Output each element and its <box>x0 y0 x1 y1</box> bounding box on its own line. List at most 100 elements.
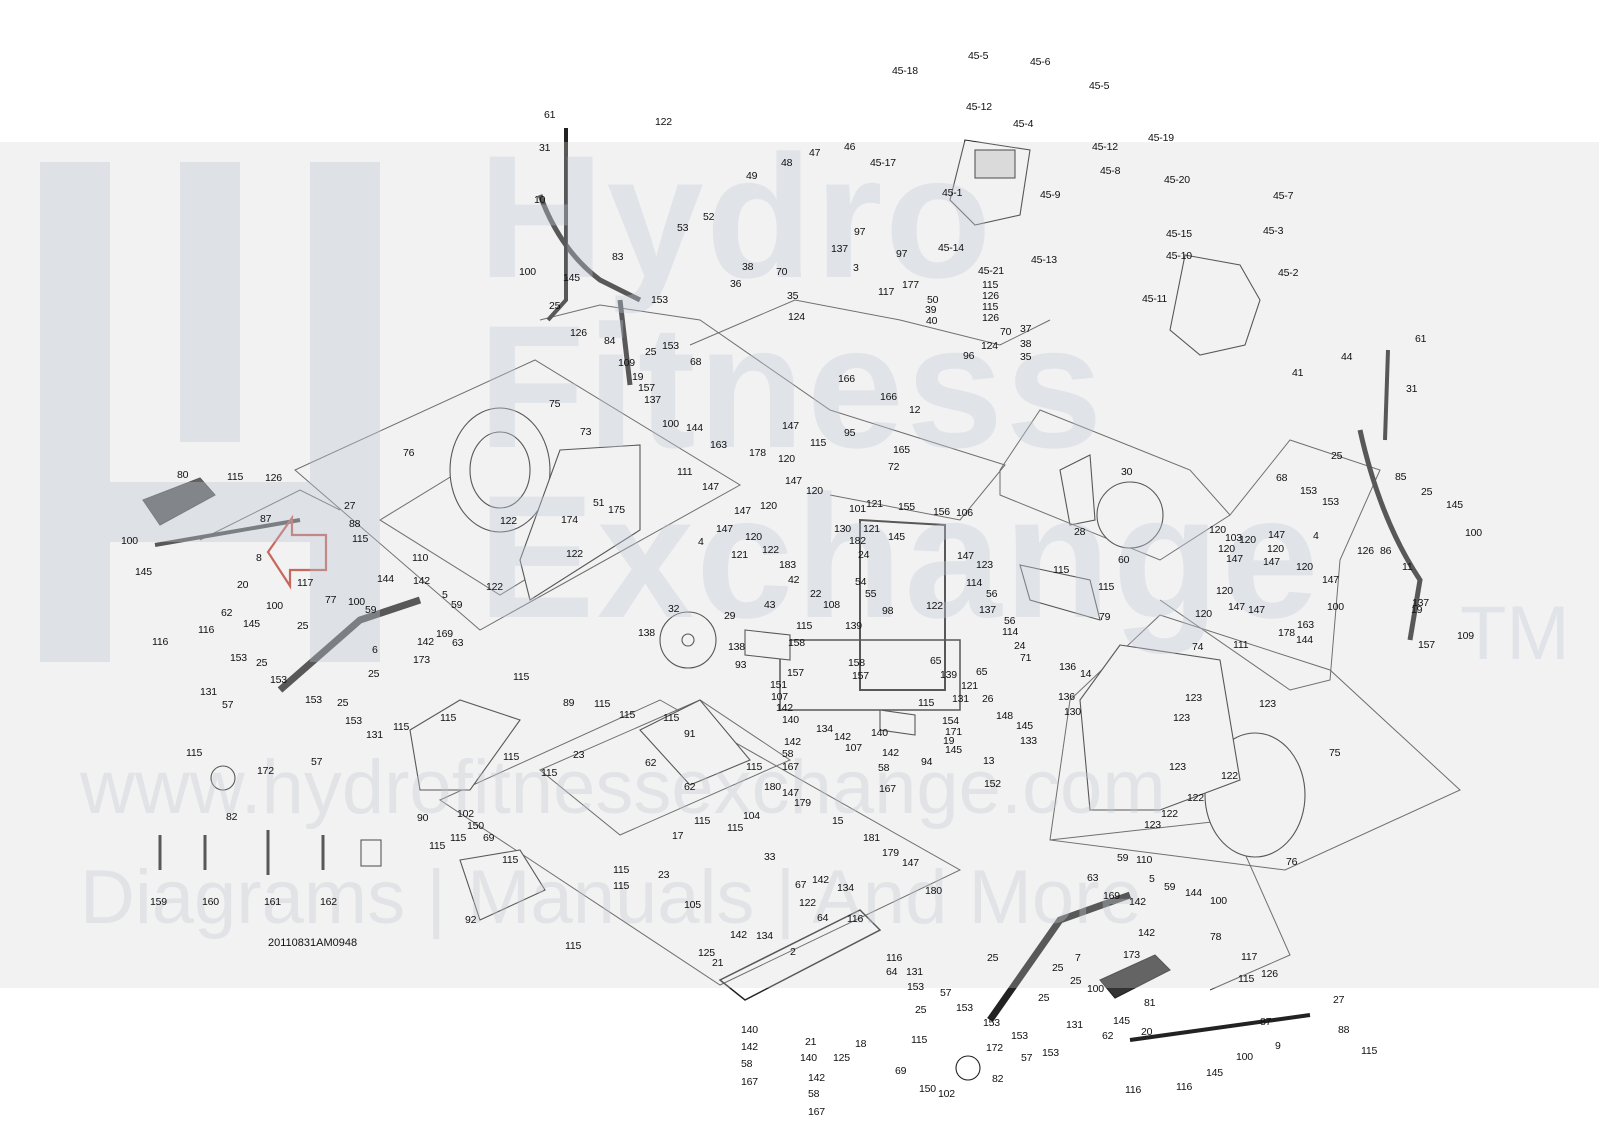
part-callout: 151 <box>770 679 787 691</box>
part-callout: 115 <box>810 437 827 449</box>
part-tool-socket <box>360 839 382 867</box>
part-callout: 24 <box>1014 640 1026 652</box>
part-callout: 79 <box>1099 611 1111 623</box>
part-callout: 111 <box>677 466 693 478</box>
part-callout: 52 <box>703 211 715 223</box>
part-drawings <box>142 128 1423 1081</box>
part-callout: 130 <box>1064 706 1081 718</box>
part-callout: 100 <box>519 266 536 278</box>
part-callout: 19 <box>632 371 644 383</box>
part-callout: 137 <box>1412 597 1429 609</box>
part-callout: 97 <box>854 226 866 238</box>
part-callout: 126 <box>1357 545 1374 557</box>
part-callout: 89 <box>563 697 575 709</box>
part-callout: 41 <box>1292 367 1304 379</box>
part-callout: 121 <box>961 680 978 692</box>
part-callout: 49 <box>746 170 758 182</box>
part-callout: 144 <box>686 422 703 434</box>
part-callout: 100 <box>1327 601 1344 613</box>
part-callout: 115 <box>613 864 630 876</box>
group-outline-frames <box>199 299 1461 991</box>
part-callout: 109 <box>618 357 635 369</box>
part-callout: 142 <box>417 636 434 648</box>
part-callout: 147 <box>785 475 802 487</box>
part-callout: 140 <box>871 727 888 739</box>
part-callout: 155 <box>898 501 915 513</box>
part-callout: 45-12 <box>1092 141 1118 153</box>
part-callout: 55 <box>865 588 877 600</box>
part-callout: 98 <box>882 605 894 617</box>
part-callout: 125 <box>833 1052 850 1064</box>
part-shroud-79 <box>1019 564 1101 621</box>
part-callout: 58 <box>808 1088 820 1100</box>
part-callout: 120 <box>1296 561 1313 573</box>
part-callout: 116 <box>1176 1081 1193 1093</box>
part-callout: 153 <box>1322 496 1339 508</box>
part-callout: 147 <box>782 787 799 799</box>
part-callout: 179 <box>794 797 811 809</box>
part-lower-arm-6 <box>277 596 422 693</box>
part-callout: 115 <box>513 671 530 683</box>
part-callout: 153 <box>1300 485 1317 497</box>
part-callout: 136 <box>1058 691 1075 703</box>
part-callout: 153 <box>270 674 287 686</box>
part-callout: 115 <box>918 697 935 709</box>
part-roller-82-right <box>955 1055 981 1081</box>
part-callout: 142 <box>730 929 747 941</box>
part-callout: 63 <box>1087 872 1099 884</box>
part-callout: 126 <box>1261 968 1278 980</box>
part-callout: 153 <box>230 652 247 664</box>
part-callout: 142 <box>741 1041 758 1053</box>
part-callout: 126 <box>570 327 587 339</box>
part-callout: 147 <box>782 420 799 432</box>
part-callout: 25 <box>256 657 268 669</box>
part-callout: 70 <box>1000 326 1012 338</box>
part-callout: 86 <box>1380 545 1392 557</box>
part-cap-94 <box>879 709 916 736</box>
part-callout: 145 <box>1446 499 1463 511</box>
frame-bottom-inner <box>539 699 792 836</box>
part-callout: 142 <box>808 1072 825 1084</box>
part-callout: 18 <box>855 1038 867 1050</box>
part-callout: 125 <box>698 947 715 959</box>
part-cover-74 <box>1079 644 1241 811</box>
part-callout: 137 <box>831 243 848 255</box>
part-callout: 160 <box>202 896 219 908</box>
part-callout: 145 <box>1206 1067 1223 1079</box>
part-callout: 178 <box>749 447 766 459</box>
part-callout: 97 <box>896 248 908 260</box>
part-callout: 150 <box>467 820 484 832</box>
part-handle-31-right <box>1383 349 1390 441</box>
part-callout: 57 <box>222 699 234 711</box>
part-callout: 137 <box>644 394 661 406</box>
part-callout: 36 <box>730 278 742 290</box>
part-callout: 25 <box>1331 450 1343 462</box>
part-callout: 25 <box>1052 962 1064 974</box>
part-callout: 171 <box>945 726 962 738</box>
part-callout: 145 <box>135 566 152 578</box>
part-callout: 124 <box>981 340 998 352</box>
frame-right-cover <box>1049 614 1461 871</box>
part-callout: 163 <box>1297 619 1314 631</box>
part-callout: 68 <box>690 356 702 368</box>
part-callout: 47 <box>809 147 821 159</box>
part-callout: 139 <box>940 669 957 681</box>
part-callout: 103 <box>1225 532 1242 544</box>
part-callout: 139 <box>845 620 862 632</box>
part-callout: 153 <box>956 1002 973 1014</box>
part-callout: 65 <box>930 655 942 667</box>
part-callout: 23 <box>658 869 670 881</box>
part-callout: 142 <box>834 731 851 743</box>
part-callout: 62 <box>1102 1030 1114 1042</box>
part-callout: 25 <box>915 1004 927 1016</box>
part-callout: 64 <box>817 912 829 924</box>
part-callout: 152 <box>984 778 1001 790</box>
part-shroud-92 <box>459 849 546 921</box>
part-callout: 20 <box>1141 1026 1153 1038</box>
part-callout: 142 <box>413 575 430 587</box>
part-callout: 140 <box>800 1052 817 1064</box>
part-callout: 35 <box>1020 351 1032 363</box>
part-callout: 167 <box>741 1076 758 1088</box>
part-shroud-90 <box>409 699 521 791</box>
part-callout: 45-8 <box>1100 165 1121 177</box>
